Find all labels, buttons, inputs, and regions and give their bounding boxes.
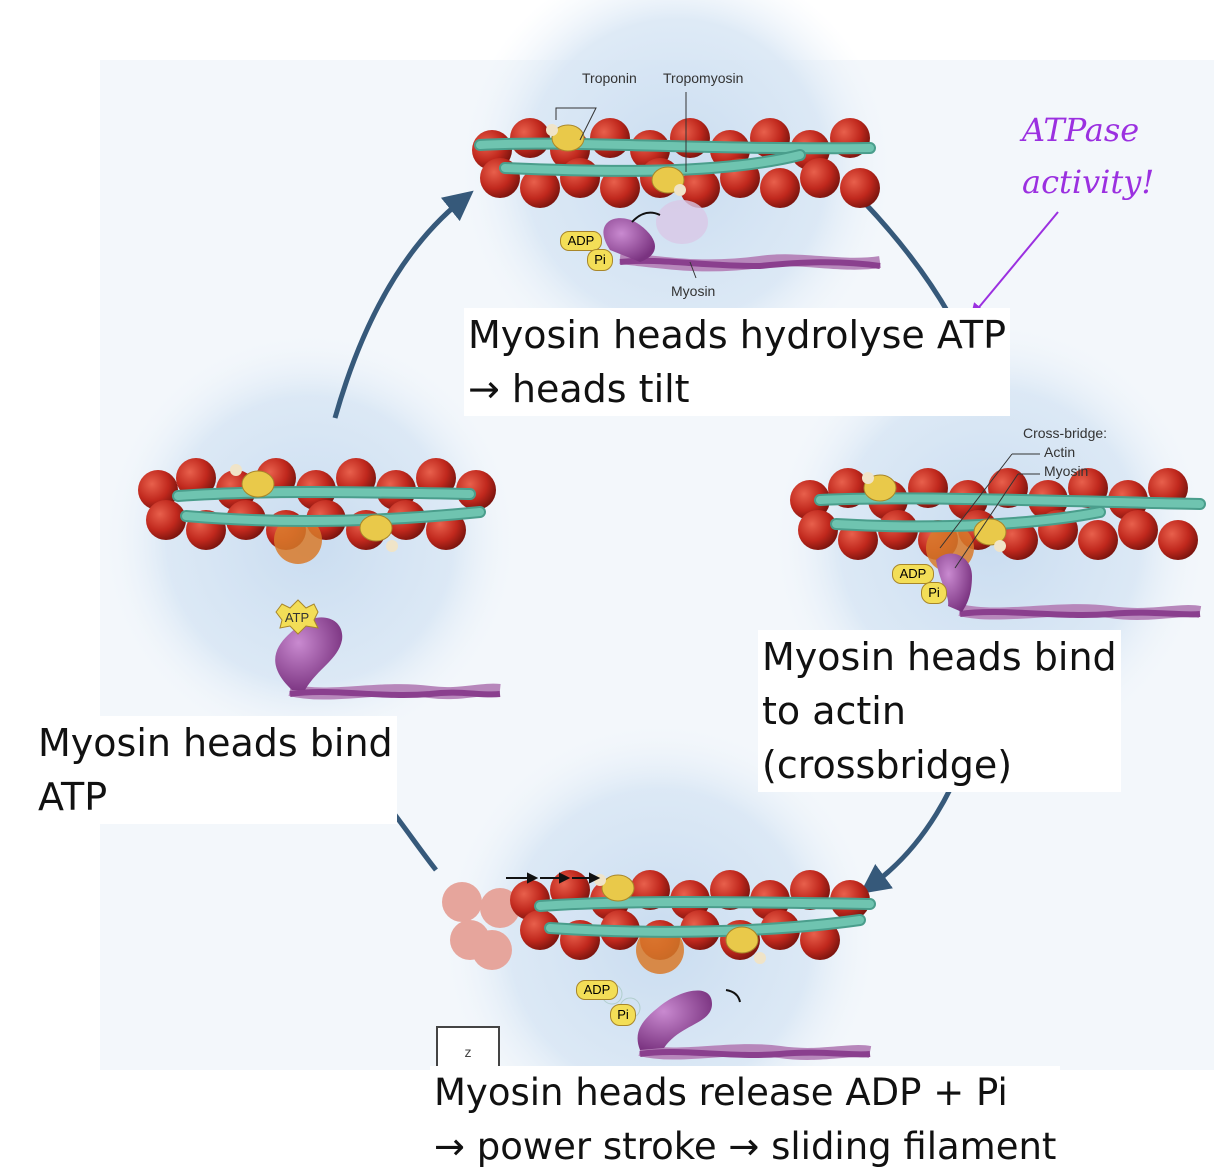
label-tropomyosin: Tropomyosin (663, 70, 744, 86)
adp-badge-bottom: ADP (576, 980, 618, 1000)
annotation-line-1: ATPase (1022, 111, 1140, 149)
pi-badge-top: Pi (587, 249, 613, 271)
panel-bottom-filament (442, 870, 876, 1060)
myosin-head-top (603, 218, 655, 262)
caption-top-line-1: Myosin heads hydrolyse ATP (468, 313, 1006, 357)
caption-right: Myosin heads bind to actin (crossbridge) (758, 630, 1121, 792)
troponin-complex (551, 124, 585, 152)
label-crossbridge: Cross-bridge: (1023, 425, 1108, 441)
label-actin: Actin (1044, 444, 1076, 460)
tropomyosin-strand-top (476, 139, 874, 153)
z-disc-box: z (436, 1026, 500, 1068)
z-label: z (464, 1044, 472, 1060)
pi-badge-bottom: Pi (610, 1004, 636, 1026)
atp-label: ATP (284, 610, 310, 625)
caption-left-line-2: ATP (38, 775, 108, 819)
caption-bottom-line-1: Myosin heads release ADP + Pi (434, 1071, 1008, 1114)
caption-right-line-1: Myosin heads bind (762, 635, 1117, 679)
label-troponin: Troponin (582, 70, 637, 86)
caption-left-line-1: Myosin heads bind (38, 721, 393, 765)
adp-label: ADP (583, 982, 611, 997)
annotation-line-2: activity! (1022, 163, 1155, 201)
myosin-head-right (936, 553, 972, 612)
pi-label: Pi (594, 252, 606, 267)
caption-top: Myosin heads hydrolyse ATP → heads tilt (464, 308, 1010, 416)
panel-right-filament (790, 453, 1206, 620)
panel-top-filament (472, 92, 881, 279)
annotation-atpase: ATPase activity! (1022, 104, 1154, 208)
adp-label: ADP (899, 566, 927, 581)
pi-label: Pi (928, 585, 940, 600)
caption-right-line-3: (crossbridge) (762, 743, 1013, 787)
caption-bottom-line-2: → power stroke → sliding filament (434, 1125, 1057, 1168)
panel-left-filament (138, 458, 501, 700)
pi-label: Pi (617, 1007, 629, 1022)
adp-badge-top: ADP (560, 231, 602, 251)
caption-top-line-2: → heads tilt (468, 362, 690, 416)
myosin-head-bottom (637, 990, 712, 1050)
adp-label: ADP (567, 233, 595, 248)
annotation-arrow (970, 211, 1059, 318)
pi-badge-right: Pi (921, 582, 947, 604)
label-myosin-crossbridge: Myosin (1044, 463, 1089, 479)
label-myosin: Myosin (671, 283, 716, 299)
caption-bottom: Myosin heads release ADP + Pi → power st… (430, 1066, 1061, 1174)
arrow-left-to-top (332, 190, 474, 419)
caption-right-line-2: to actin (762, 689, 906, 733)
caption-left: Myosin heads bind ATP (34, 716, 397, 824)
atp-badge-left: ATP (280, 609, 314, 627)
adp-badge-right: ADP (892, 564, 934, 584)
myosin-head-left (275, 617, 343, 690)
